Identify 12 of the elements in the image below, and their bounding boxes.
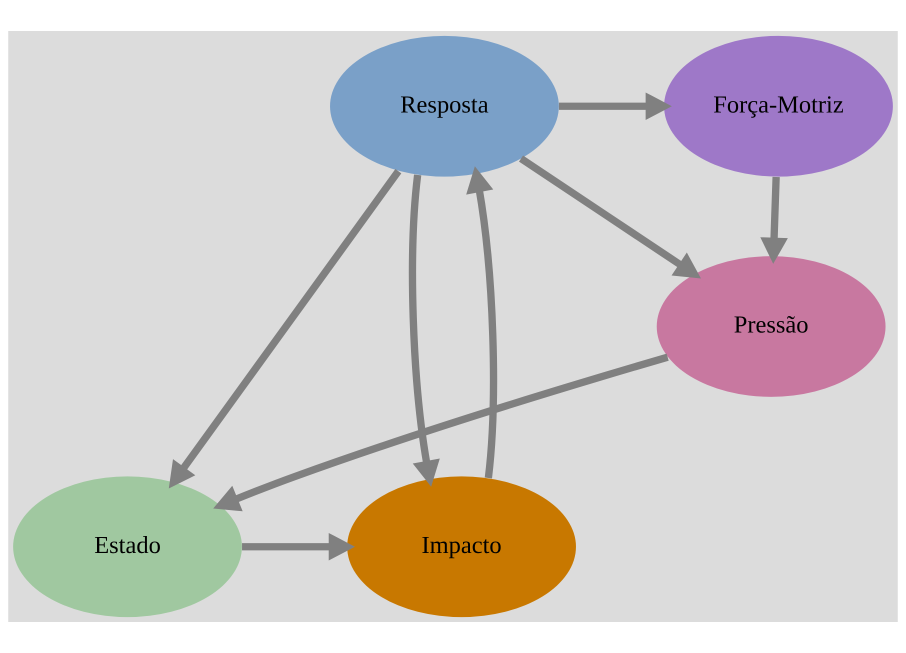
arrow: [558, 92, 672, 120]
node-ellipse: Pressão: [656, 256, 886, 397]
arrow: [242, 532, 355, 561]
arrow: [168, 169, 402, 488]
node-ellipse: Impacto: [347, 476, 576, 618]
arrow: [466, 166, 498, 478]
arrow: [408, 174, 440, 487]
arrow: [760, 176, 788, 264]
node-ellipse: Força-Motriz: [664, 36, 893, 177]
arrow: [213, 354, 669, 512]
arrow: [519, 155, 702, 279]
node-ellipse: Resposta: [330, 36, 559, 177]
